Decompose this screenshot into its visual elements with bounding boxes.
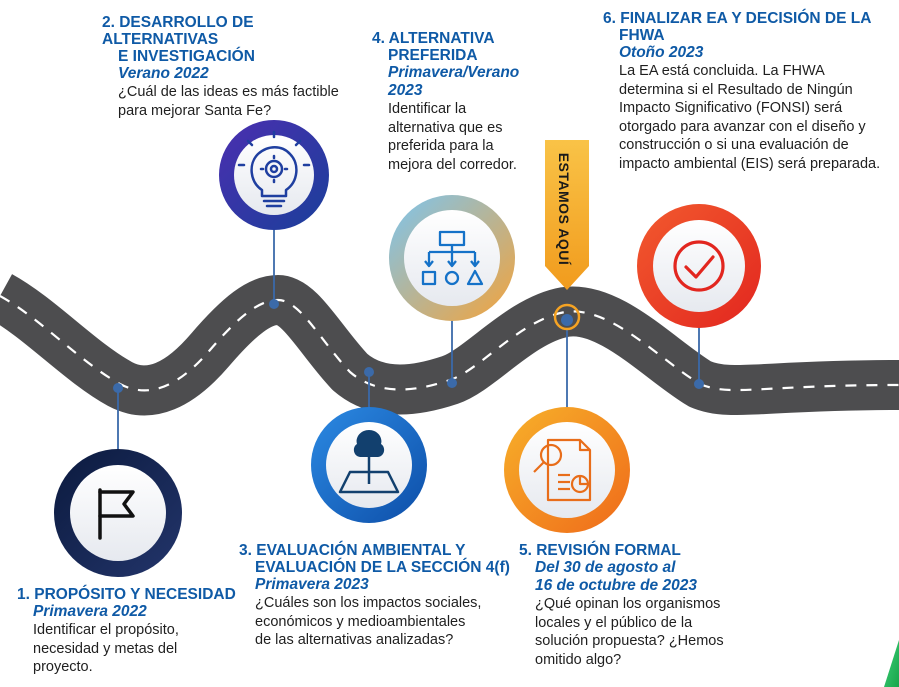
tree-landscape-icon	[338, 430, 400, 494]
step-2-title-line-1: 2. DESARROLLO DE ALTERNATIVAS	[102, 14, 254, 48]
step-4-date-line-2: 2023	[388, 82, 423, 99]
step-4-desc-line-3: preferida para la	[388, 138, 494, 154]
current-stage-marker: ESTAMOS AQUÍ	[545, 150, 583, 268]
step-5-text: 5. REVISIÓN FORMAL Del 30 de agosto al 1…	[519, 542, 749, 669]
step-6-title-line-1: 6. FINALIZAR EA Y DECISIÓN DE LA	[603, 10, 872, 27]
step-6-desc-line-4: otorgado para avanzar con el diseño y	[619, 118, 866, 135]
step-6-desc-line-3: Impacto Significativo (FONSI) será	[619, 100, 843, 116]
step-1-desc-line-3: proyecto.	[33, 659, 93, 675]
step-2-inner	[234, 135, 314, 215]
step-2-desc-line-2: para mejorar Santa Fe?	[118, 102, 272, 119]
step-2-circle	[219, 120, 329, 230]
step-3-desc-line-1: ¿Cuáles son los impactos sociales,	[255, 595, 482, 611]
step-5-desc-line-2: locales y el público de la	[535, 614, 693, 631]
step-2-title-line-2: E INVESTIGACIÓN	[118, 48, 255, 65]
step-5-inner	[519, 422, 615, 518]
step-4-text: 4. ALTERNATIVA PREFERIDA Primavera/Veran…	[372, 30, 542, 174]
step-4-desc-line-2: alternativa que es	[388, 119, 503, 136]
step-1-title: 1. PROPÓSITO Y NECESIDAD	[17, 586, 236, 603]
step-2-date: Verano 2022	[118, 65, 209, 82]
step-6-desc-line-1: La EA está concluida. La FHWA	[619, 63, 825, 79]
step-6-desc-line-5: construcción o si una evaluación de	[619, 137, 849, 153]
dot-6	[694, 379, 704, 389]
step-4-date-line-1: Primavera/Verano	[388, 64, 520, 81]
step-3-date: Primavera 2023	[255, 576, 369, 593]
document-magnifier-icon	[533, 438, 592, 502]
decorative-green-shape	[884, 640, 899, 687]
step-5-title: 5. REVISIÓN FORMAL	[519, 542, 681, 559]
step-3-desc-line-2: económicos y medioambientales	[255, 613, 466, 630]
dot-4	[447, 378, 457, 388]
step-3-title-line-2: EVALUACIÓN DE LA SECCIÓN 4(f)	[255, 559, 510, 576]
step-6-title-line-2: FHWA	[619, 27, 665, 44]
step-4-circle	[389, 195, 515, 321]
step-1-date: Primavera 2022	[33, 603, 147, 620]
step-6-desc-line-2: determina si el Resultado de Ningún	[619, 81, 853, 98]
checkmark-icon	[673, 240, 725, 292]
flowchart-icon	[421, 230, 484, 286]
step-5-date-line-1: Del 30 de agosto al	[535, 559, 676, 576]
step-3-desc-line-3: de las alternativas analizadas?	[255, 632, 454, 648]
step-4-desc-line-4: mejora del corredor.	[388, 156, 517, 173]
connector-dots	[113, 299, 704, 393]
step-5-desc-line-3: solución propuesta? ¿Hemos	[535, 633, 724, 649]
road	[0, 274, 899, 416]
dot-2	[269, 299, 279, 309]
step-4-title-line-1: 4. ALTERNATIVA	[372, 30, 495, 47]
marker-shape	[545, 140, 589, 290]
dot-5	[561, 314, 573, 326]
step-6-circle	[637, 204, 761, 328]
step-1-desc-line-1: Identificar el propósito,	[33, 622, 179, 638]
step-1-circle	[54, 449, 182, 577]
step-5-desc-line-1: ¿Qué opinan los organismos	[535, 596, 721, 612]
step-6-text: 6. FINALIZAR EA Y DECISIÓN DE LA FHWA Ot…	[603, 10, 895, 173]
marker-arrow	[545, 140, 589, 290]
step-5-date-line-2: 16 de octubre de 2023	[535, 577, 697, 594]
step-6-desc-line-6: impacto ambiental (EIS) será preparada.	[619, 155, 881, 172]
step-3-circle	[311, 407, 427, 523]
step-6-inner	[653, 220, 745, 312]
step-3-title-line-1: 3. EVALUACIÓN AMBIENTAL Y	[239, 542, 466, 559]
step-5-circle	[504, 407, 630, 533]
step-6-date: Otoño 2023	[619, 44, 704, 61]
current-stage-label: ESTAMOS AQUÍ	[556, 152, 572, 266]
road-center-line	[0, 295, 899, 392]
step-1-inner	[70, 465, 166, 561]
lightbulb-gear-icon	[237, 130, 311, 208]
dot-3	[364, 367, 374, 377]
step-1-text: 1. PROPÓSITO Y NECESIDAD Primavera 2022 …	[17, 586, 247, 677]
step-2-text: 2. DESARROLLO DE ALTERNATIVAS E INVESTIG…	[102, 14, 372, 120]
step-3-text: 3. EVALUACIÓN AMBIENTAL Y EVALUACIÓN DE …	[239, 542, 519, 650]
dot-1	[113, 383, 123, 393]
step-4-desc-line-1: Identificar la	[388, 101, 467, 117]
current-position-ring	[553, 303, 581, 331]
step-4-title-line-2: PREFERIDA	[388, 47, 478, 64]
step-5-desc-line-4: omitido algo?	[535, 651, 622, 668]
step-1-desc-line-2: necesidad y metas del	[33, 640, 178, 657]
step-2-desc-line-1: ¿Cuál de las ideas es más factible	[118, 84, 339, 100]
flag-icon	[98, 488, 135, 540]
